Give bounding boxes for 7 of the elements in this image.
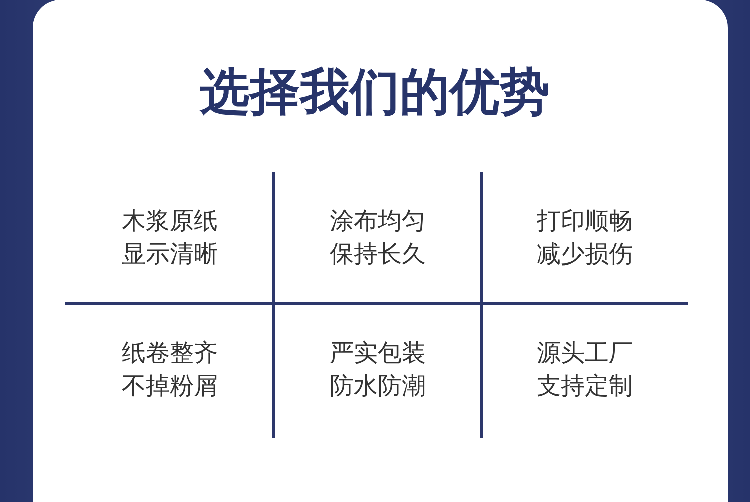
feature-text: 严实包装防水防潮: [328, 338, 427, 402]
feature-text: 源头工厂支持定制: [536, 338, 634, 402]
feature-text: 涂布均匀保持长久: [328, 206, 427, 270]
feature-text: 木浆原纸显示清晰: [120, 206, 219, 270]
feature-text: 纸卷整齐不掉粉屑: [120, 338, 219, 402]
feature-text: 打印顺畅减少损伤: [536, 206, 634, 270]
title: 选择我们的优势: [198, 62, 551, 123]
